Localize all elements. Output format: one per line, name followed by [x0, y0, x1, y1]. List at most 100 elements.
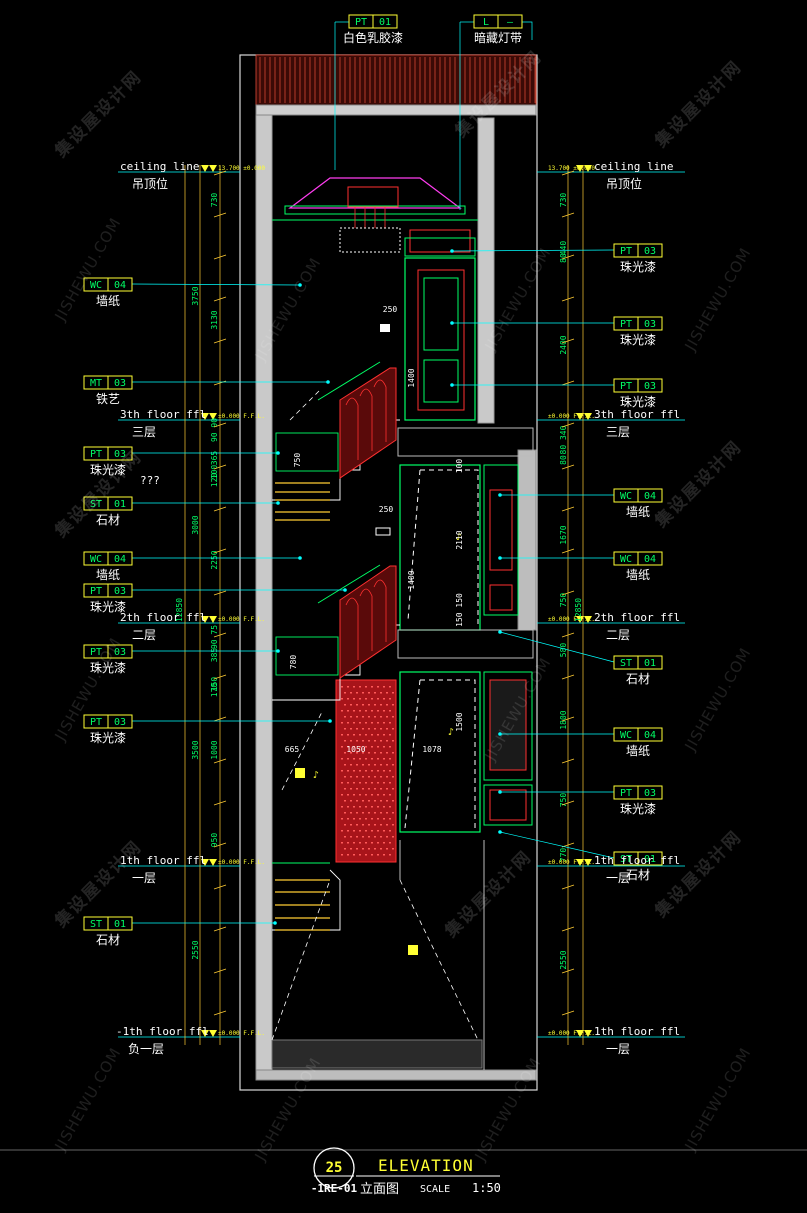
- dimension-label: 80: [559, 455, 568, 465]
- level-arrow-icon: [209, 1030, 217, 1037]
- third-floor-door: [404, 237, 476, 421]
- dimension-label: 12850: [175, 598, 184, 622]
- tag-number: 01: [644, 854, 656, 865]
- building-outline: [239, 54, 538, 1091]
- dimension-tick: [213, 926, 227, 932]
- leader-dot: [498, 790, 502, 794]
- dimension-tick: [213, 590, 227, 596]
- tag-code: WC: [90, 280, 102, 291]
- level-arrow-icon: [584, 1030, 592, 1037]
- dimension-tick: [561, 800, 575, 806]
- tag-number: 04: [114, 280, 126, 291]
- level-cn-left: 二层: [132, 628, 156, 642]
- tag-code: WC: [620, 491, 632, 502]
- tag-material-name: 墙纸: [626, 744, 650, 758]
- level-arrow-icon: [584, 616, 592, 623]
- tag-material-name: 暗藏灯带: [474, 30, 522, 45]
- level-elevation: ±0.000 F.F.L.: [218, 1030, 265, 1037]
- level-arrow-icon: [576, 859, 584, 866]
- level-arrow-icon: [201, 165, 209, 172]
- second-floor-door: [397, 427, 534, 659]
- tag-number: 03: [114, 586, 126, 597]
- dimension-tick: [213, 338, 227, 344]
- tag-material-name: 石材: [626, 868, 650, 882]
- tag-code: PT: [620, 381, 632, 392]
- leader-dot: [298, 556, 302, 560]
- dimension-label: 730: [559, 193, 568, 208]
- dimension-tick: [213, 170, 227, 176]
- dimension-tick: [213, 212, 227, 218]
- ceiling-feature: [272, 177, 478, 253]
- level-arrow-icon: [209, 413, 217, 420]
- tag-number: 03: [644, 246, 656, 257]
- dashed-outlines: [271, 389, 479, 1041]
- tag-number: 03: [114, 647, 126, 658]
- inner-dimension-label: 250: [379, 505, 394, 514]
- first-floor-door: [399, 671, 533, 833]
- level-arrow-icon: [576, 1030, 584, 1037]
- dimension-tick: [213, 254, 227, 260]
- level-arrow-icon: [576, 413, 584, 420]
- level-arrow-icon: [584, 859, 592, 866]
- level-cn-left: 吊顶位: [132, 176, 168, 191]
- level-cn-left: 三层: [132, 425, 156, 439]
- inner-dimension-label: 750: [293, 453, 302, 468]
- dimension-label: 1670: [559, 525, 568, 544]
- level-cn-right: 吊顶位: [606, 176, 642, 191]
- tag-code: ST: [620, 854, 632, 865]
- drawing-title: ELEVATION: [378, 1156, 474, 1175]
- leader-line: [499, 831, 615, 859]
- small-marks: ♪ ♪ ♪: [295, 324, 462, 955]
- dimension-label: 2550: [191, 940, 200, 959]
- dimension-label: 2250: [210, 550, 219, 569]
- dimension-tick: [561, 632, 575, 638]
- roof-hatch: [255, 54, 537, 116]
- dimension-tick: [561, 296, 575, 302]
- inner-dimension-label: 250: [383, 305, 398, 314]
- dimension-label: 2550: [559, 950, 568, 969]
- dimension-label: 100: [210, 465, 219, 480]
- dimension-tick: [561, 674, 575, 680]
- leader-dot: [450, 383, 454, 387]
- inner-dimension-label: 1400: [407, 570, 416, 589]
- railings: [317, 361, 397, 679]
- tag-number: 04: [644, 554, 656, 565]
- dimension-tick: [561, 926, 575, 932]
- svg-text:♪: ♪: [456, 532, 462, 543]
- tag-material-name: 墙纸: [626, 568, 650, 582]
- title-block: 25 -1RE-01 ELEVATION 立面图 SCALE 1:50: [0, 1147, 807, 1197]
- dimension-tick: [561, 380, 575, 386]
- dimension-tick: [213, 548, 227, 554]
- level-elevation: ±0.000 F.F.L.: [218, 859, 265, 866]
- level-arrow-icon: [201, 413, 209, 420]
- leader-dot: [498, 830, 502, 834]
- dimension-label: 80 340: [559, 425, 568, 454]
- tag-number: 03: [644, 319, 656, 330]
- tag-number: 04: [644, 491, 656, 502]
- dimension-label: 120: [210, 473, 219, 488]
- dimension-label: 580: [559, 643, 568, 658]
- leader-dot: [343, 588, 347, 592]
- dimension-tick: [561, 716, 575, 722]
- dimension-label: 750: [559, 793, 568, 808]
- dimension-label: 3000: [191, 515, 200, 534]
- leader-dot: [276, 649, 280, 653]
- dimension-tick: [561, 212, 575, 218]
- level-lines: [118, 165, 685, 1038]
- level-elevation: ±0.000 F.F.L.: [218, 413, 265, 420]
- tag-top: L–暗藏灯带: [473, 14, 523, 45]
- leader-dot: [450, 321, 454, 325]
- dimension-label: 12850: [574, 598, 583, 622]
- tag-material-name: 珠光漆: [620, 395, 656, 409]
- tag-material-name: 石材: [626, 672, 650, 686]
- level-label-right: 2th floor ffl: [594, 611, 680, 624]
